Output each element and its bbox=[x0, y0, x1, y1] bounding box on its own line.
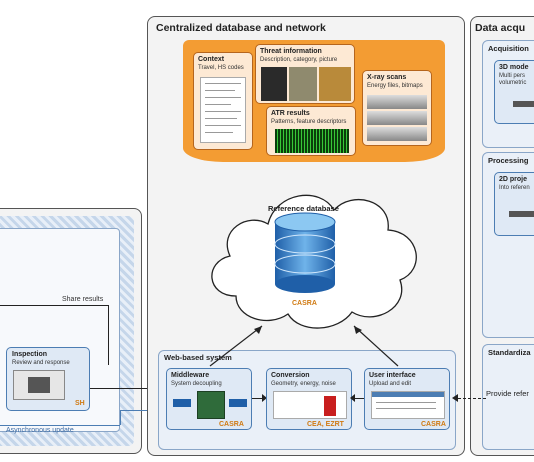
xray-title: X-ray scans bbox=[367, 74, 407, 81]
conversion-desc: Geometry, energy, noise bbox=[271, 381, 336, 387]
arrow-head-icon bbox=[452, 394, 458, 402]
conversion-card[interactable]: Conversion Geometry, energy, noise CEA, … bbox=[266, 368, 352, 430]
threat-info-card[interactable]: Threat information Description, category… bbox=[255, 44, 355, 104]
middleware-right-arrow-icon bbox=[229, 399, 247, 407]
ui-screenshot-image bbox=[371, 391, 445, 419]
doc-line bbox=[205, 125, 241, 126]
middleware-owner: CASRA bbox=[219, 421, 244, 428]
xray-scans-card[interactable]: X-ray scans Energy files, bitmaps bbox=[362, 70, 432, 146]
ui-title: User interface bbox=[369, 372, 416, 379]
middleware-card[interactable]: Middleware System decoupling CASRA bbox=[166, 368, 252, 430]
atr-waveform-image bbox=[275, 129, 349, 153]
async-update-line bbox=[0, 425, 120, 426]
doc-line bbox=[205, 83, 241, 84]
share-results-line bbox=[0, 305, 108, 306]
arrow-head-icon bbox=[350, 394, 355, 402]
inspection-to-middleware-line bbox=[90, 388, 162, 389]
atr-title: ATR results bbox=[271, 110, 310, 117]
ui-screenshot-bar bbox=[372, 392, 444, 397]
xray-truck-3 bbox=[367, 127, 427, 141]
middleware-desc: System decoupling bbox=[171, 381, 222, 387]
middleware-chip-image bbox=[197, 391, 225, 419]
reference-db-title: Reference database bbox=[268, 204, 339, 213]
3d-model-title: 3D mode bbox=[499, 64, 529, 71]
arrows-to-cloud bbox=[209, 325, 399, 367]
doc-line bbox=[205, 132, 233, 133]
inspection-card[interactable]: Inspection Review and response SH bbox=[6, 347, 90, 411]
3d-model-card[interactable]: 3D mode Multi pers volumetric bbox=[494, 60, 534, 124]
middleware-to-conversion-line bbox=[252, 398, 264, 399]
processing-title: Processing bbox=[488, 156, 529, 165]
2d-projection-gun-image bbox=[509, 211, 534, 217]
async-update-line-2 bbox=[120, 410, 164, 411]
threat-desc: Description, category, picture bbox=[260, 57, 338, 63]
conversion-owner: CEA, EZRT bbox=[307, 421, 344, 428]
standardization-panel bbox=[482, 344, 534, 450]
ui-to-conversion-line bbox=[352, 398, 364, 399]
atr-desc: Patterns, feature descriptors bbox=[271, 119, 347, 125]
database-icon bbox=[274, 212, 336, 293]
3d-model-desc-1: Multi pers bbox=[499, 73, 526, 79]
xray-truck-1 bbox=[367, 95, 427, 109]
conversion-red-bar bbox=[324, 396, 336, 416]
inspection-desc: Review and response bbox=[12, 360, 70, 366]
doc-line bbox=[205, 97, 241, 98]
async-update-label: Asynchronous update bbox=[6, 427, 74, 434]
3d-model-desc-2: volumetric bbox=[499, 80, 527, 86]
threat-photo-3 bbox=[319, 67, 351, 101]
acquisition-title: Acquisition bbox=[488, 44, 529, 53]
ui-desc: Upload and edit bbox=[369, 381, 412, 387]
threat-photo-2 bbox=[289, 67, 317, 101]
doc-line bbox=[205, 104, 231, 105]
reference-db-owner: CASRA bbox=[292, 300, 317, 307]
central-panel-title: Centralized database and network bbox=[156, 22, 326, 34]
xray-truck-2 bbox=[367, 111, 427, 125]
inspection-owner: SH bbox=[75, 400, 85, 407]
doc-line bbox=[205, 90, 235, 91]
user-interface-card[interactable]: User interface Upload and edit CASRA bbox=[364, 368, 450, 430]
share-results-line-vertical bbox=[108, 305, 109, 365]
ui-screenshot-row bbox=[376, 402, 436, 403]
context-title: Context bbox=[198, 56, 225, 63]
provide-reference-dashed-line bbox=[458, 398, 486, 399]
inspection-image bbox=[13, 370, 65, 400]
provide-reference-label: Provide refer bbox=[486, 389, 529, 398]
2d-projection-card[interactable]: 2D proje Into referen bbox=[494, 172, 534, 236]
arrow-head-icon bbox=[262, 394, 267, 402]
middleware-left-arrow-icon bbox=[173, 399, 191, 407]
async-update-line-vert bbox=[120, 410, 121, 425]
inspection-title: Inspection bbox=[12, 351, 48, 358]
context-desc: Travel, HS codes bbox=[198, 65, 244, 71]
threat-photo-1 bbox=[261, 67, 287, 101]
context-document-image bbox=[200, 77, 246, 143]
inspection-image-screen bbox=[28, 377, 50, 393]
doc-line bbox=[205, 118, 237, 119]
conversion-plot-image bbox=[273, 391, 347, 419]
doc-line bbox=[205, 111, 241, 112]
xray-desc: Energy files, bitmaps bbox=[367, 83, 423, 89]
2d-projection-title: 2D proje bbox=[499, 176, 528, 183]
ui-screenshot-row bbox=[376, 408, 436, 409]
share-results-label: Share results bbox=[62, 296, 104, 303]
data-acquisition-title: Data acqu bbox=[475, 22, 526, 34]
3d-model-gun-image bbox=[513, 101, 534, 107]
middleware-title: Middleware bbox=[171, 372, 210, 379]
web-based-system-title: Web-based system bbox=[164, 353, 232, 362]
ui-owner: CASRA bbox=[421, 421, 446, 428]
context-card[interactable]: Context Travel, HS codes bbox=[193, 52, 253, 150]
standardization-title: Standardiza bbox=[488, 348, 531, 357]
atr-results-card[interactable]: ATR results Patterns, feature descriptor… bbox=[266, 106, 356, 156]
conversion-title: Conversion bbox=[271, 372, 310, 379]
2d-projection-desc: Into referen bbox=[499, 185, 530, 191]
threat-title: Threat information bbox=[260, 48, 322, 55]
